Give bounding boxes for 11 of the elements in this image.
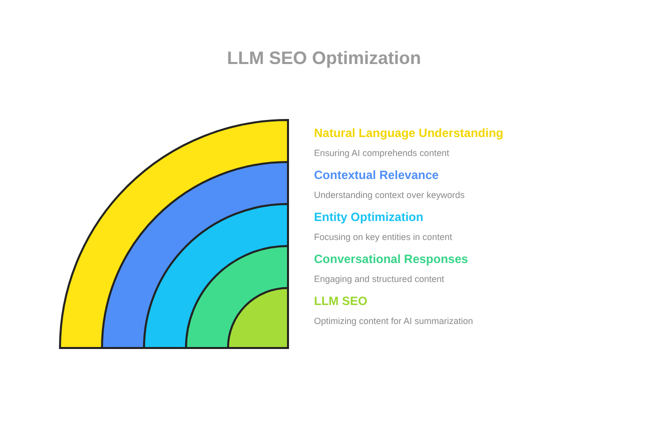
band-description: Understanding context over keywords — [314, 190, 465, 200]
band-description: Ensuring AI comprehends content — [314, 148, 450, 158]
band-heading: Contextual Relevance — [314, 168, 439, 182]
band-heading: Entity Optimization — [314, 210, 424, 224]
band-heading: Natural Language Understanding — [314, 126, 504, 140]
band-description: Focusing on key entities in content — [314, 232, 452, 242]
band-description: Optimizing content for AI summarization — [314, 316, 474, 326]
diagram-title: LLM SEO Optimization — [226, 48, 422, 69]
band-description: Engaging and structured content — [314, 274, 444, 284]
band-heading: LLM SEO — [314, 294, 368, 308]
band-heading: Conversational Responses — [314, 252, 468, 266]
